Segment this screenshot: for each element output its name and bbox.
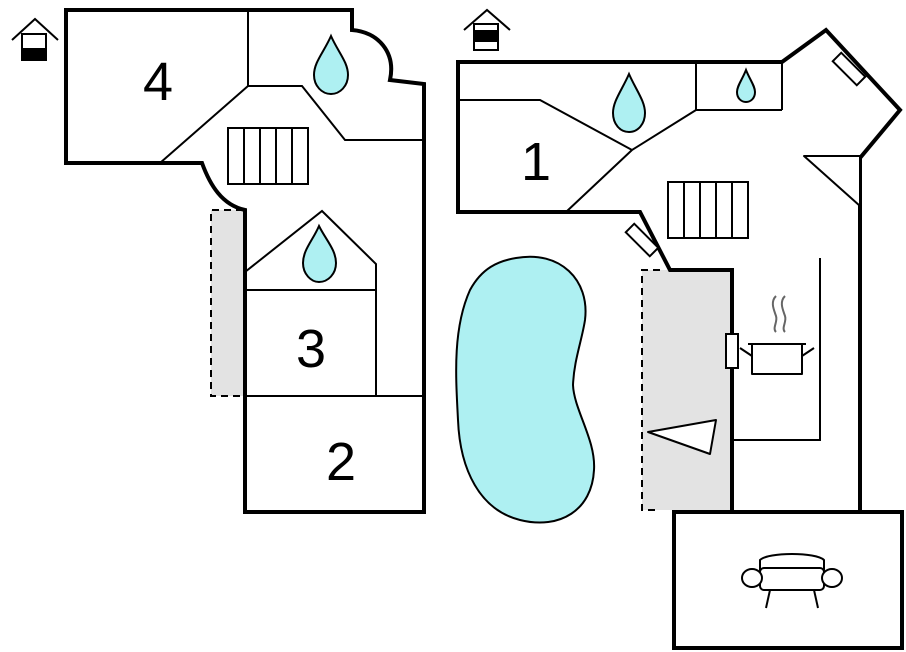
stairs-icon [227, 127, 309, 185]
triangle-marker [647, 419, 717, 455]
room-label-2: 2 [326, 432, 356, 492]
upper-floor-inner-walls [159, 10, 424, 397]
balcony-outline [210, 209, 243, 397]
living-room-wall [672, 510, 904, 650]
cooking-pot-icon [739, 295, 815, 375]
corner-triangle [803, 155, 861, 207]
upper-floor-outer-wall [64, 8, 426, 514]
window-icon [725, 333, 739, 369]
water-drop-icon [735, 67, 757, 104]
room-label-1: 1 [521, 132, 551, 192]
stairs-icon [667, 181, 749, 239]
window-icon [624, 222, 660, 258]
sofa-icon [741, 553, 843, 609]
window-icon [831, 51, 867, 87]
water-drop-icon [312, 33, 350, 96]
balcony-area [211, 210, 243, 396]
room-label-4: 4 [143, 52, 173, 112]
water-drop-icon [611, 71, 647, 134]
water-drop-icon [301, 223, 338, 284]
ground-floor-inner-walls [458, 62, 821, 441]
room-label-3: 3 [296, 319, 326, 379]
terrace-area [642, 270, 732, 510]
house-upper-floor-icon [11, 17, 59, 61]
upper-floor-plan: 4 3 2 [11, 8, 426, 514]
terrace-outline [641, 269, 660, 511]
swimming-pool [455, 255, 596, 524]
ground-floor-plan: 1 [455, 8, 904, 650]
house-ground-floor-icon [463, 8, 511, 51]
